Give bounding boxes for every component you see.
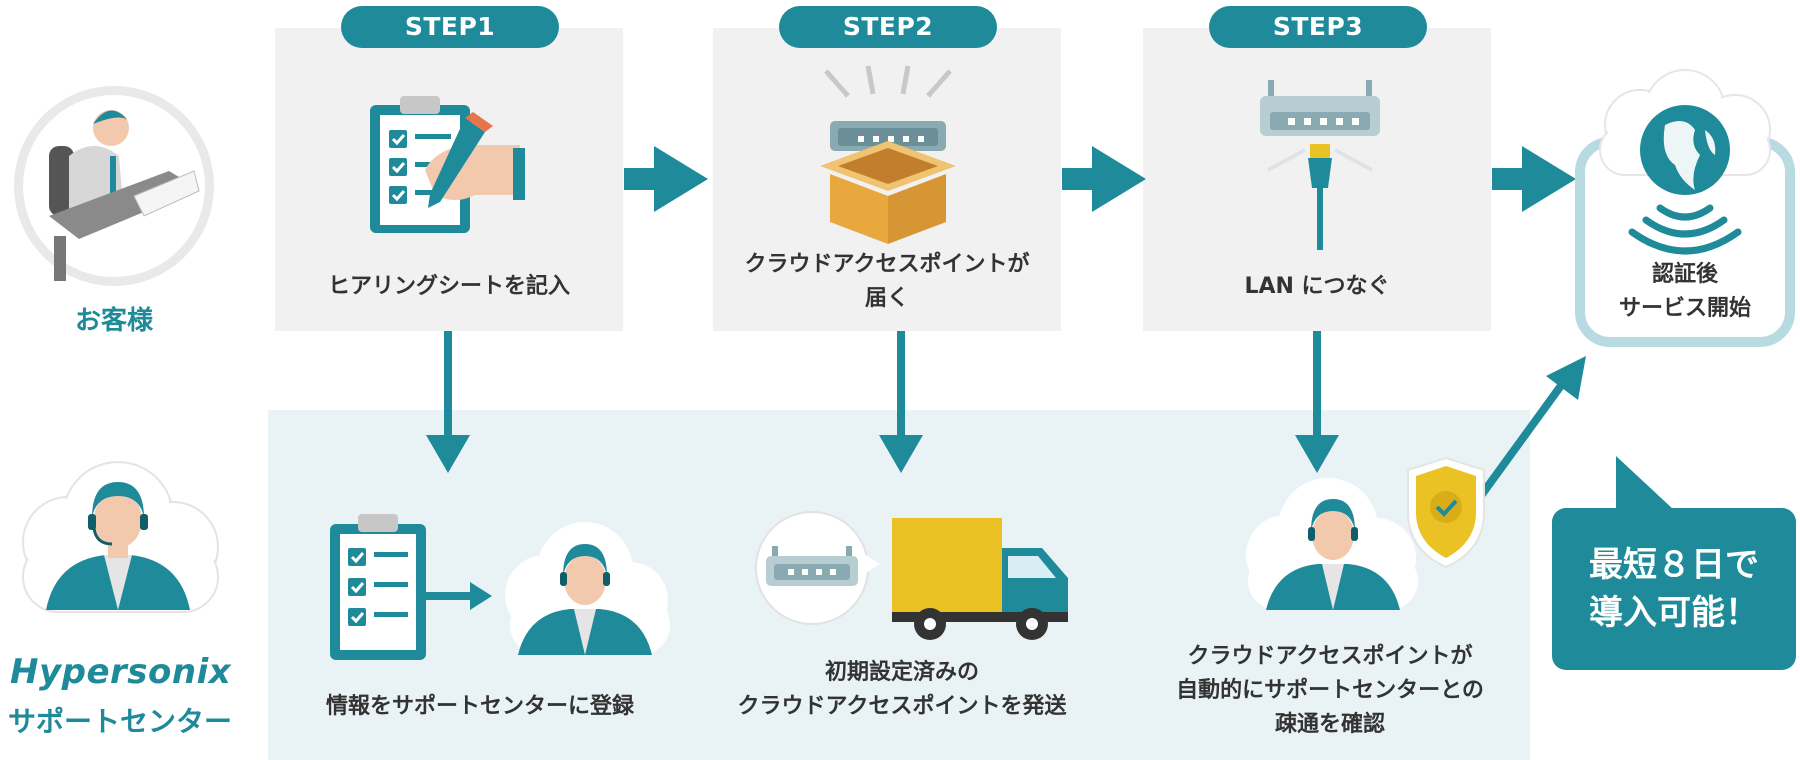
step1-pill: STEP1 [341,6,559,48]
customer-avatar [14,86,214,286]
arrow-down-1 [426,331,470,473]
step2-pill: STEP2 [779,6,997,48]
arrow-right-2 [1062,146,1146,212]
callout-line1: 最短８日で [1589,545,1759,585]
arrow-right-1 [624,146,708,212]
step2-caption-line1: クラウドアクセスポイントが [744,252,1030,277]
clipboard-hand-icon [370,96,525,233]
router-lan-icon [1260,80,1380,250]
support-step3-caption-line1: クラウドアクセスポイントが [1187,644,1473,669]
router-box-icon [820,65,956,244]
hypersonix-logo: Hypersonix [10,652,232,692]
step3-pill: STEP3 [1209,6,1427,48]
step1-caption: ヒアリングシートを記入 [327,274,570,299]
arrow-right-3 [1492,146,1576,212]
shipping-illustration [755,511,1068,640]
connection-check-illustration [1246,456,1485,610]
support-step3-caption-line2: 自動的にサポートセンターとの [1176,678,1484,703]
step3-caption: LAN につなぐ [1244,274,1390,299]
support-step3-caption-line3: 疎通を確認 [1274,712,1385,737]
final-caption-line1: 認証後 [1651,262,1718,287]
support-step2-caption-line2: クラウドアクセスポイントを発送 [737,694,1067,719]
support-step1-caption: 情報をサポートセンターに登録 [325,694,634,719]
support-step2-caption-line1: 初期設定済みの [824,660,979,685]
callout-tail [1616,456,1674,510]
fastest-8days-callout: 最短８日で 導入可能！ [1552,508,1796,670]
arrow-down-2 [879,331,923,473]
customer-label: お客様 [74,306,153,336]
final-caption-line2: サービス開始 [1618,296,1751,321]
support-cloud-avatar [22,461,219,613]
arrow-diagonal [1468,373,1572,511]
register-info-illustration [330,514,670,660]
support-center-label: サポートセンター [7,705,232,738]
callout-line2: 導入可能！ [1589,593,1759,633]
service-start-panel [1575,69,1795,347]
step2-caption-line2: 届く [864,286,909,311]
arrow-down-3 [1295,331,1339,473]
